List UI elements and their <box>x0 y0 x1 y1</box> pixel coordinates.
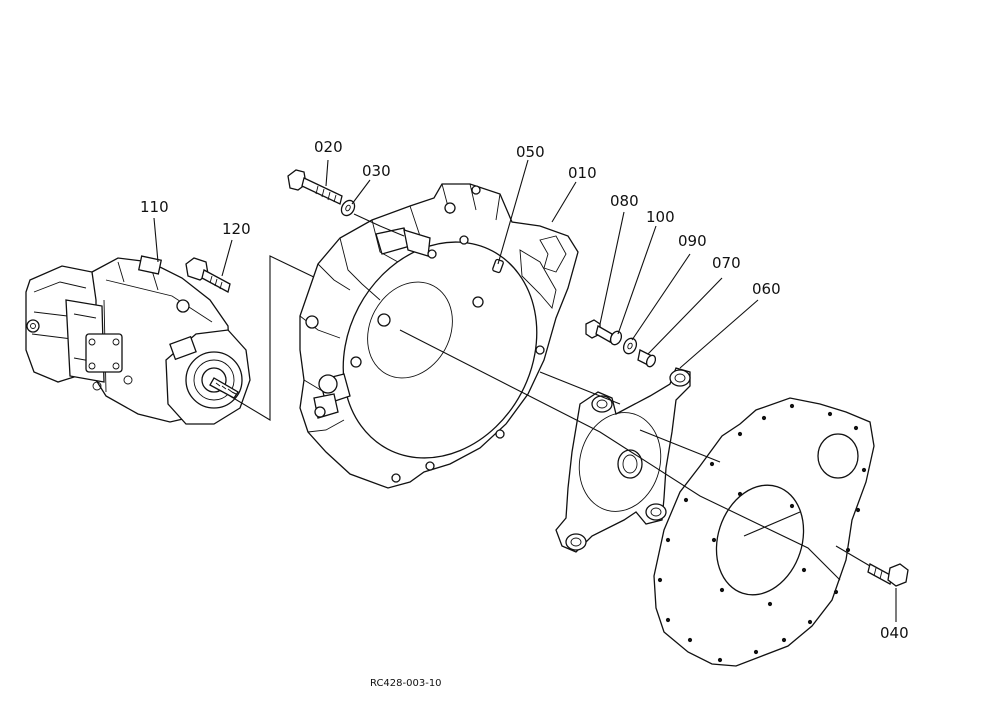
bolt-040 <box>867 563 909 587</box>
callout-label: 120 <box>222 220 251 238</box>
callout-label: 100 <box>646 208 675 226</box>
center-axis-line <box>399 329 841 581</box>
leader-050 <box>497 159 529 265</box>
callout-label: 030 <box>362 162 391 180</box>
axis-line-bolt-040 <box>835 545 871 567</box>
assembly-guide-line <box>229 255 321 421</box>
callout-label: 110 <box>140 198 169 216</box>
leader-060 <box>679 299 759 369</box>
bolt-080 <box>585 319 613 343</box>
leader-110-guide <box>231 391 237 395</box>
axis-line-upper <box>539 371 621 405</box>
leader-080 <box>599 211 625 325</box>
leader-090 <box>631 253 691 341</box>
leader-010 <box>551 181 577 223</box>
callout-label: 050 <box>516 143 545 161</box>
flex-plate <box>653 397 875 667</box>
drawing-code: RC428-003-10 <box>370 678 442 689</box>
axis-line-lower <box>639 429 721 463</box>
callout-label: 010 <box>568 164 597 182</box>
callout-label: 060 <box>752 280 781 298</box>
axis-line-plate <box>743 511 801 537</box>
leader-110 <box>153 217 159 263</box>
hydraulic-pump-assembly <box>25 255 251 425</box>
leader-030 <box>351 179 371 205</box>
axis-line-bolt <box>353 213 405 237</box>
bolt-020 <box>287 169 343 205</box>
washer-030 <box>340 199 356 217</box>
washer-090 <box>622 337 638 355</box>
callout-label: 070 <box>712 254 741 272</box>
cap-screw-120 <box>185 257 231 293</box>
coupling-plate <box>555 367 691 553</box>
washer-100 <box>609 330 623 346</box>
leader-070 <box>647 277 723 355</box>
callout-label: 020 <box>314 138 343 156</box>
flywheel-housing <box>299 183 579 489</box>
collar-070 <box>637 349 657 368</box>
callout-label: 080 <box>610 192 639 210</box>
callout-label: 040 <box>880 624 909 642</box>
leader-120 <box>221 239 233 277</box>
leader-100 <box>617 225 657 335</box>
callout-label: 090 <box>678 232 707 250</box>
leader-020 <box>325 159 329 187</box>
